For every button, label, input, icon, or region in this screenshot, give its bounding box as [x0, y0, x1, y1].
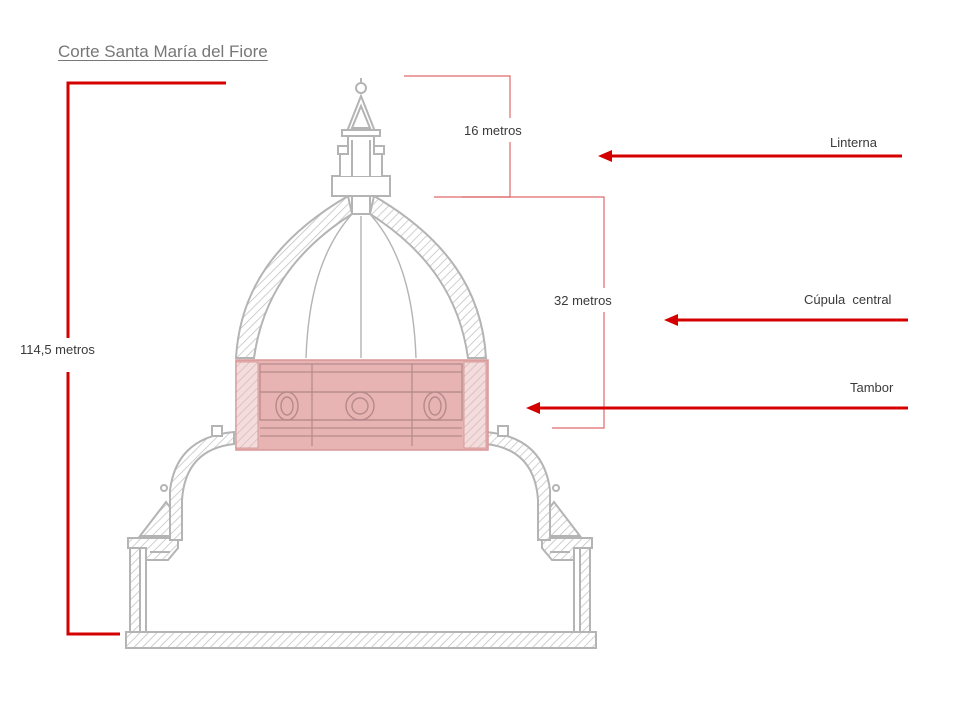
label-tambor: Tambor	[850, 380, 894, 395]
label-linterna: Linterna	[830, 135, 877, 150]
dome-outer-shell-left	[234, 194, 354, 359]
label-dome-height: 32 metros	[554, 293, 612, 308]
label-lantern-height: 16 metros	[464, 123, 522, 138]
arrow-tambor	[526, 402, 908, 414]
label-total-height: 114,5 metros	[20, 342, 95, 357]
left-side-arch	[169, 430, 235, 541]
dome-outer-shell-right	[368, 194, 488, 359]
base-slab	[125, 631, 597, 649]
drum-oculi	[275, 391, 447, 421]
dimension-dome-line	[462, 196, 605, 429]
right-buttress	[547, 500, 583, 537]
label-cupula-central: Cúpula central	[804, 292, 892, 307]
lantern-finial	[355, 82, 367, 94]
lantern-base	[331, 175, 391, 197]
arrow-linterna	[598, 150, 902, 162]
right-side-arch	[485, 430, 551, 541]
left-buttress	[137, 500, 173, 537]
right-outer-wall	[579, 541, 591, 633]
lantern-body	[339, 135, 383, 176]
drum-section	[235, 359, 489, 451]
arrow-cupula	[664, 314, 908, 326]
building-section	[125, 78, 597, 649]
diagram-title: Corte Santa María del Fiore	[58, 42, 268, 61]
dimension-total-line	[66, 81, 226, 636]
left-outer-wall	[129, 541, 141, 633]
